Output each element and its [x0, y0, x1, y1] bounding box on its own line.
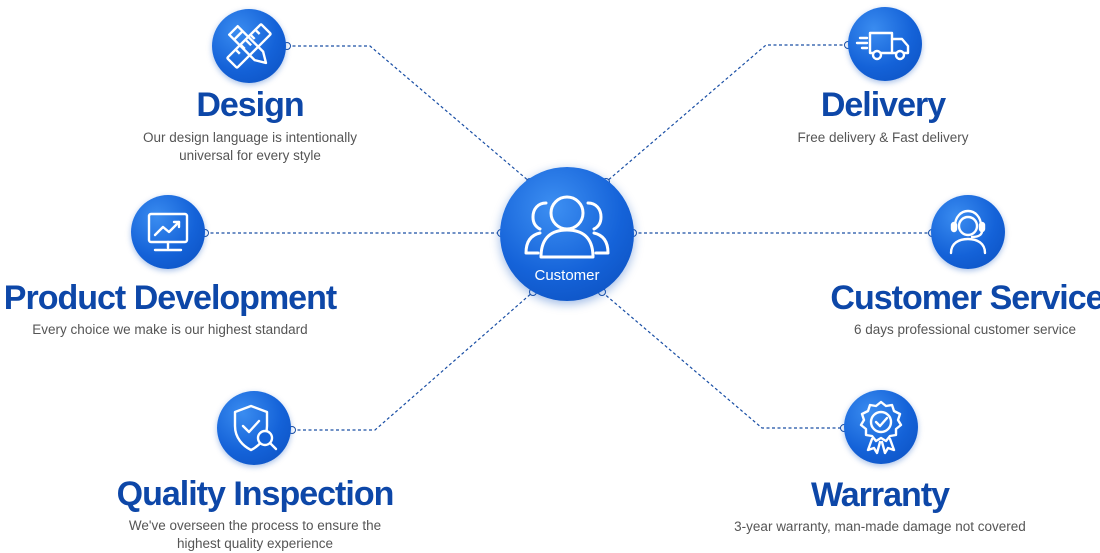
design-desc-line2: universal for every style [179, 148, 321, 163]
product-title: Product Development [3, 279, 337, 317]
design-desc-line1: Our design language is intentionally [143, 130, 357, 145]
service-description: 6 days professional customer service [815, 321, 1100, 339]
customer-label: Customer [534, 267, 600, 284]
warranty-icon-circle [844, 390, 918, 464]
connector-quality [292, 291, 534, 431]
product-desc-line1: Every choice we make is our highest stan… [32, 322, 308, 337]
delivery-title: Delivery [820, 86, 946, 124]
customer-hub: Customer [500, 167, 634, 301]
product-description: Every choice we make is our highest stan… [5, 321, 335, 339]
warranty-desc-line1: 3-year warranty, man-made damage not cov… [734, 519, 1026, 534]
delivery-icon-circle [848, 7, 922, 81]
headset-agent-icon [949, 209, 987, 255]
product-icon-circle [131, 195, 205, 269]
quality-title: Quality Inspection [116, 475, 395, 513]
monitor-chart-icon [147, 212, 189, 252]
badge-check-icon [859, 400, 903, 455]
warranty-description: 3-year warranty, man-made damage not cov… [700, 518, 1060, 536]
quality-desc-line2: highest quality experience [176, 536, 334, 551]
pencil-ruler-icon [226, 23, 272, 69]
delivery-desc-line1: Free delivery & Fast delivery [797, 130, 969, 145]
service-icon-circle [931, 195, 1005, 269]
quality-description: We've overseen the process to ensure the… [105, 517, 405, 553]
design-description: Our design language is intentionally uni… [100, 129, 400, 165]
warranty-title: Warranty [810, 476, 950, 514]
design-icon-circle [212, 9, 286, 83]
truck-icon [855, 31, 910, 61]
delivery-description: Free delivery & Fast delivery [733, 129, 1033, 147]
connector-warranty [601, 291, 844, 429]
connector-delivery [605, 44, 848, 183]
service-desc-line1: 6 days professional customer service [853, 322, 1077, 337]
quality-icon-circle [217, 391, 291, 465]
shield-search-icon [233, 404, 278, 452]
quality-desc-line1: We've overseen the process to ensure the [128, 518, 382, 533]
customer-group-icon [524, 195, 610, 259]
connector-design [287, 45, 531, 183]
design-title: Design [196, 86, 304, 124]
service-title: Customer Service [830, 279, 1100, 317]
